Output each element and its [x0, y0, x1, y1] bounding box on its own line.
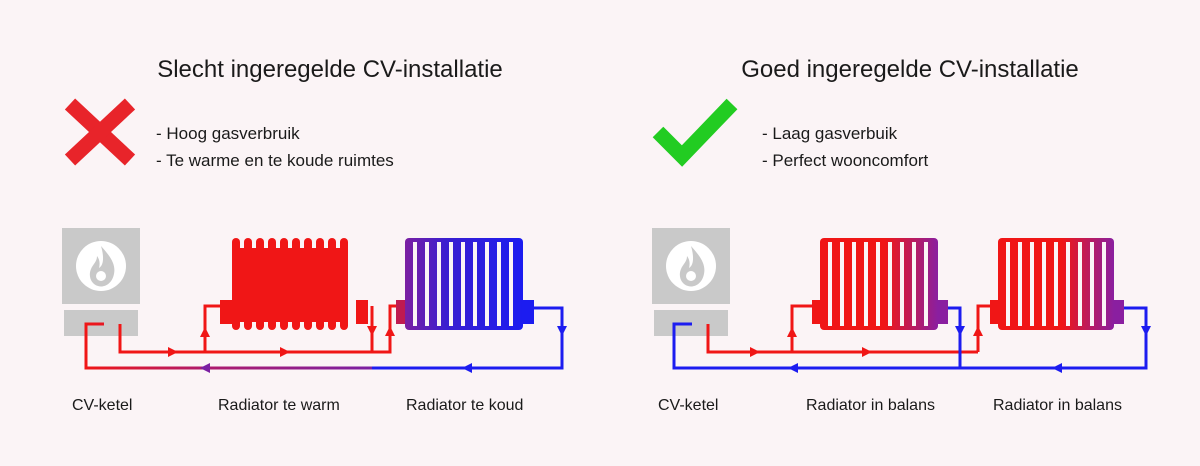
radiator-too-warm [220, 238, 368, 330]
label-radiator-too-cold: Radiator te koud [406, 397, 524, 414]
flame-icon [679, 246, 705, 287]
flow-arrow [462, 363, 472, 373]
label-boiler: CV-ketel [72, 397, 133, 414]
flow-arrow [385, 326, 395, 336]
flame-icon-bg [666, 241, 716, 291]
flow-arrow [973, 326, 983, 336]
heating-diagram [652, 228, 1151, 373]
radiator-too-cold [396, 238, 534, 330]
boiler [62, 228, 140, 336]
label-radiator-balanced-2: Radiator in balans [993, 397, 1122, 414]
flow-arrow [955, 326, 965, 336]
flame-icon [89, 246, 115, 287]
radiator-balanced-1 [812, 238, 948, 330]
points-list: - Hoog gasverbruik - Te warme en te koud… [156, 120, 394, 174]
flow-arrow [750, 347, 760, 357]
flow-arrow [862, 347, 872, 357]
flow-arrow [1141, 326, 1151, 336]
panel-title: Slecht ingeregelde CV-installatie [157, 56, 503, 83]
supply-flow-arrows [750, 326, 983, 357]
heating-diagram [62, 228, 567, 373]
boiler [652, 228, 730, 336]
panel-poorly-balanced: Slecht ingeregelde CV-installatie - Hoog… [62, 56, 567, 414]
point-item: - Perfect wooncomfort [762, 151, 929, 170]
panel-title: Goed ingeregelde CV-installatie [741, 56, 1079, 83]
flow-arrow [200, 363, 210, 373]
flow-arrow [1052, 363, 1062, 373]
label-radiator-too-warm: Radiator te warm [218, 397, 340, 414]
flow-arrow [788, 363, 798, 373]
flow-arrow [557, 326, 567, 336]
point-item: - Hoog gasverbruik [156, 124, 300, 143]
radiator-balanced-2 [990, 238, 1124, 330]
panel-well-balanced: Goed ingeregelde CV-installatie - Laag g… [600, 0, 1200, 466]
flow-arrow [280, 347, 290, 357]
cross-icon [64, 98, 136, 166]
label-radiator-balanced-1: Radiator in balans [806, 397, 935, 414]
flow-arrow [787, 327, 797, 337]
point-item: - Te warme en te koude ruimtes [156, 151, 394, 170]
label-boiler: CV-ketel [658, 397, 719, 414]
point-item: - Laag gasverbuik [762, 124, 898, 143]
supply-flow-arrows [168, 326, 395, 357]
points-list: - Laag gasverbuik - Perfect wooncomfort [762, 120, 928, 174]
return-flow-arrows [788, 326, 1151, 373]
flow-arrow [200, 327, 210, 337]
flow-arrow [168, 347, 178, 357]
flame-icon-bg [76, 241, 126, 291]
return-pipes [672, 306, 1148, 370]
check-icon [652, 98, 738, 167]
return-flow-arrows [200, 326, 567, 373]
